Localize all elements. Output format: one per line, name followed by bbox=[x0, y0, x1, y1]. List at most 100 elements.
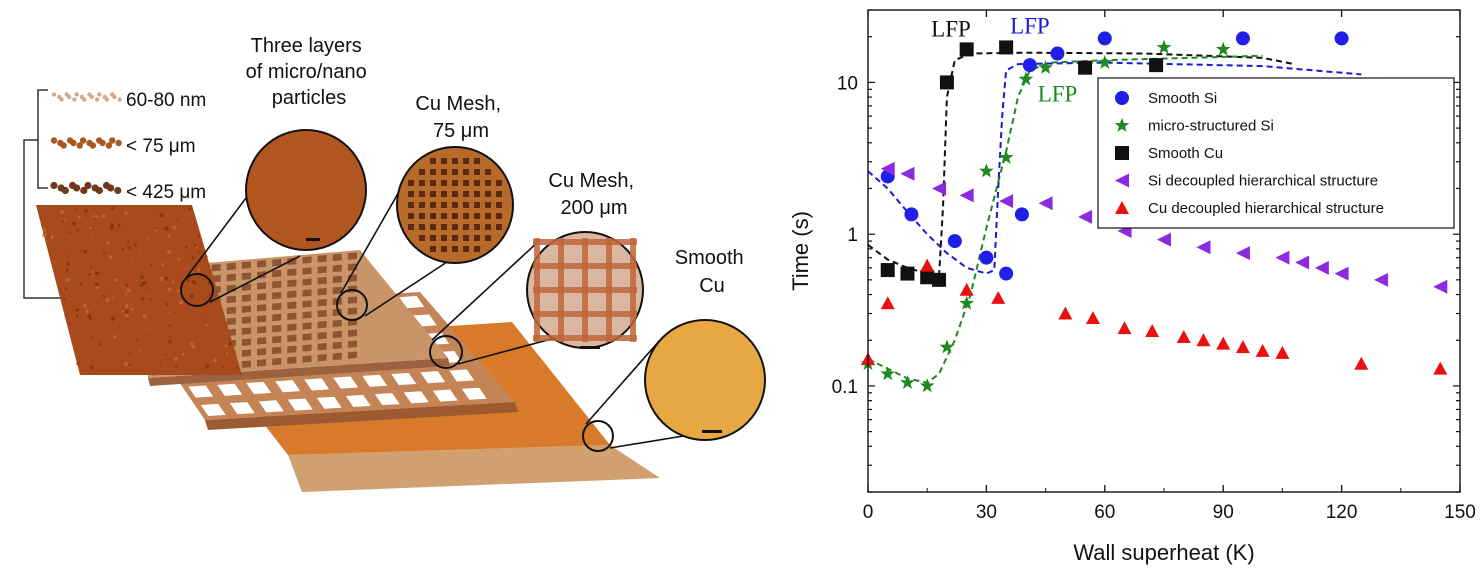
weave-cell bbox=[474, 235, 480, 241]
weave-cell bbox=[430, 246, 436, 252]
mesh-hole-75 bbox=[241, 338, 251, 346]
weave-cell bbox=[419, 213, 425, 219]
surface-speckle bbox=[77, 215, 81, 219]
surface-speckle bbox=[92, 327, 95, 330]
surface-speckle bbox=[208, 293, 211, 296]
y-tick-label: 1 bbox=[847, 225, 858, 246]
surface-speckle bbox=[177, 289, 181, 293]
particle-dot bbox=[94, 97, 100, 102]
surface-speckle bbox=[128, 352, 132, 355]
weave-cell bbox=[463, 158, 469, 164]
mesh-hole-200 bbox=[217, 383, 243, 396]
callout-mesh-200 bbox=[429, 231, 644, 369]
point-si-decoupled-hierarchical-structure bbox=[1196, 240, 1211, 255]
surface-speckle bbox=[179, 300, 184, 305]
mesh-hole-75 bbox=[257, 293, 267, 301]
weave-cell bbox=[463, 169, 469, 175]
surface-speckle bbox=[145, 326, 148, 330]
mesh-hole-75 bbox=[332, 286, 342, 295]
weave-cell bbox=[485, 180, 491, 186]
mesh-hole-75 bbox=[257, 282, 267, 290]
weave-cell bbox=[474, 213, 480, 219]
particle-dot bbox=[97, 92, 102, 97]
point-si-decoupled-hierarchical-structure bbox=[1314, 260, 1329, 275]
point-micro-structured-si bbox=[1097, 54, 1113, 69]
x-axis-label: Wall superheat (K) bbox=[1073, 540, 1254, 565]
surface-speckle bbox=[117, 224, 121, 227]
surface-speckle bbox=[167, 287, 172, 292]
surface-speckle bbox=[138, 348, 142, 352]
surface-speckle bbox=[65, 268, 69, 272]
point-si-decoupled-hierarchical-structure bbox=[1038, 196, 1053, 211]
mesh-hole-75 bbox=[332, 264, 342, 273]
point-micro-structured-si bbox=[1018, 71, 1034, 86]
surface-speckle bbox=[95, 215, 99, 218]
surface-speckle bbox=[173, 357, 178, 361]
surface-speckle bbox=[110, 316, 115, 321]
surface-speckle bbox=[127, 239, 130, 243]
surface-speckle bbox=[180, 334, 183, 338]
weave-cell bbox=[463, 235, 469, 241]
point-micro-structured-si bbox=[1038, 60, 1053, 74]
particle-dot bbox=[89, 94, 94, 100]
surface-speckle bbox=[83, 303, 87, 308]
mesh-hole-75 bbox=[287, 279, 297, 287]
weave-cell bbox=[441, 213, 447, 219]
surface-speckle bbox=[204, 364, 210, 369]
point-cu-decoupled-hierarchical-structure bbox=[1235, 340, 1250, 354]
surface-speckle bbox=[125, 293, 128, 296]
weave-cell bbox=[496, 180, 502, 186]
point-cu-decoupled-hierarchical-structure bbox=[991, 290, 1006, 304]
surface-speckle bbox=[113, 278, 117, 282]
point-cu-decoupled-hierarchical-structure bbox=[920, 258, 935, 272]
surface-speckle bbox=[102, 294, 106, 298]
particle-dot bbox=[99, 139, 106, 147]
surface-speckle bbox=[111, 206, 115, 210]
weave-cell bbox=[408, 213, 414, 219]
mesh-hole-75 bbox=[287, 323, 297, 331]
legend-marker bbox=[1115, 173, 1129, 188]
layer-icon-60-80nm bbox=[51, 92, 122, 102]
surface-speckle bbox=[94, 217, 97, 220]
point-si-decoupled-hierarchical-structure bbox=[1433, 279, 1448, 294]
surface-speckle bbox=[89, 365, 94, 370]
surface-speckle bbox=[122, 247, 125, 250]
mesh-hole-200 bbox=[432, 389, 458, 402]
data-markers bbox=[860, 31, 1448, 393]
surface-speckle bbox=[42, 228, 47, 232]
particle-dot bbox=[114, 186, 122, 195]
particle-dot bbox=[105, 142, 113, 149]
surface-speckle bbox=[113, 335, 117, 339]
particle-dot bbox=[66, 94, 72, 100]
mesh-hole-75 bbox=[302, 289, 312, 297]
weave-cell bbox=[496, 191, 502, 197]
point-smooth-si bbox=[1235, 31, 1250, 46]
surface-speckle bbox=[68, 231, 71, 234]
weave-cell bbox=[452, 169, 458, 175]
mesh-hole-75 bbox=[332, 275, 342, 284]
point-smooth-cu bbox=[939, 75, 954, 90]
weave-cell bbox=[441, 191, 447, 197]
mesh-hole-75 bbox=[317, 343, 327, 351]
mesh-hole-75 bbox=[241, 360, 251, 368]
weave-cell bbox=[430, 169, 436, 175]
callout-title-mesh-200: Cu Mesh, 200 μm bbox=[548, 170, 639, 219]
weave-cell bbox=[452, 235, 458, 241]
mesh-hole-75 bbox=[317, 299, 327, 307]
surface-speckle bbox=[221, 365, 224, 368]
point-si-decoupled-hierarchical-structure bbox=[900, 166, 915, 181]
surface-speckle bbox=[159, 364, 162, 367]
y-axis-label: Time (s) bbox=[788, 211, 813, 291]
x-tick-label: 60 bbox=[1094, 502, 1115, 523]
mesh-wire bbox=[630, 238, 636, 342]
mesh-hole-75 bbox=[272, 280, 282, 289]
mesh-hole-200 bbox=[246, 381, 272, 395]
legend-marker bbox=[1114, 117, 1130, 132]
weave-cell bbox=[430, 180, 436, 186]
particle-dot bbox=[61, 186, 69, 195]
weave-cell bbox=[463, 191, 469, 197]
surface-speckle bbox=[149, 298, 152, 301]
weave-cell bbox=[408, 191, 414, 197]
surface-speckle bbox=[87, 314, 92, 318]
surface-speckle bbox=[131, 303, 133, 305]
